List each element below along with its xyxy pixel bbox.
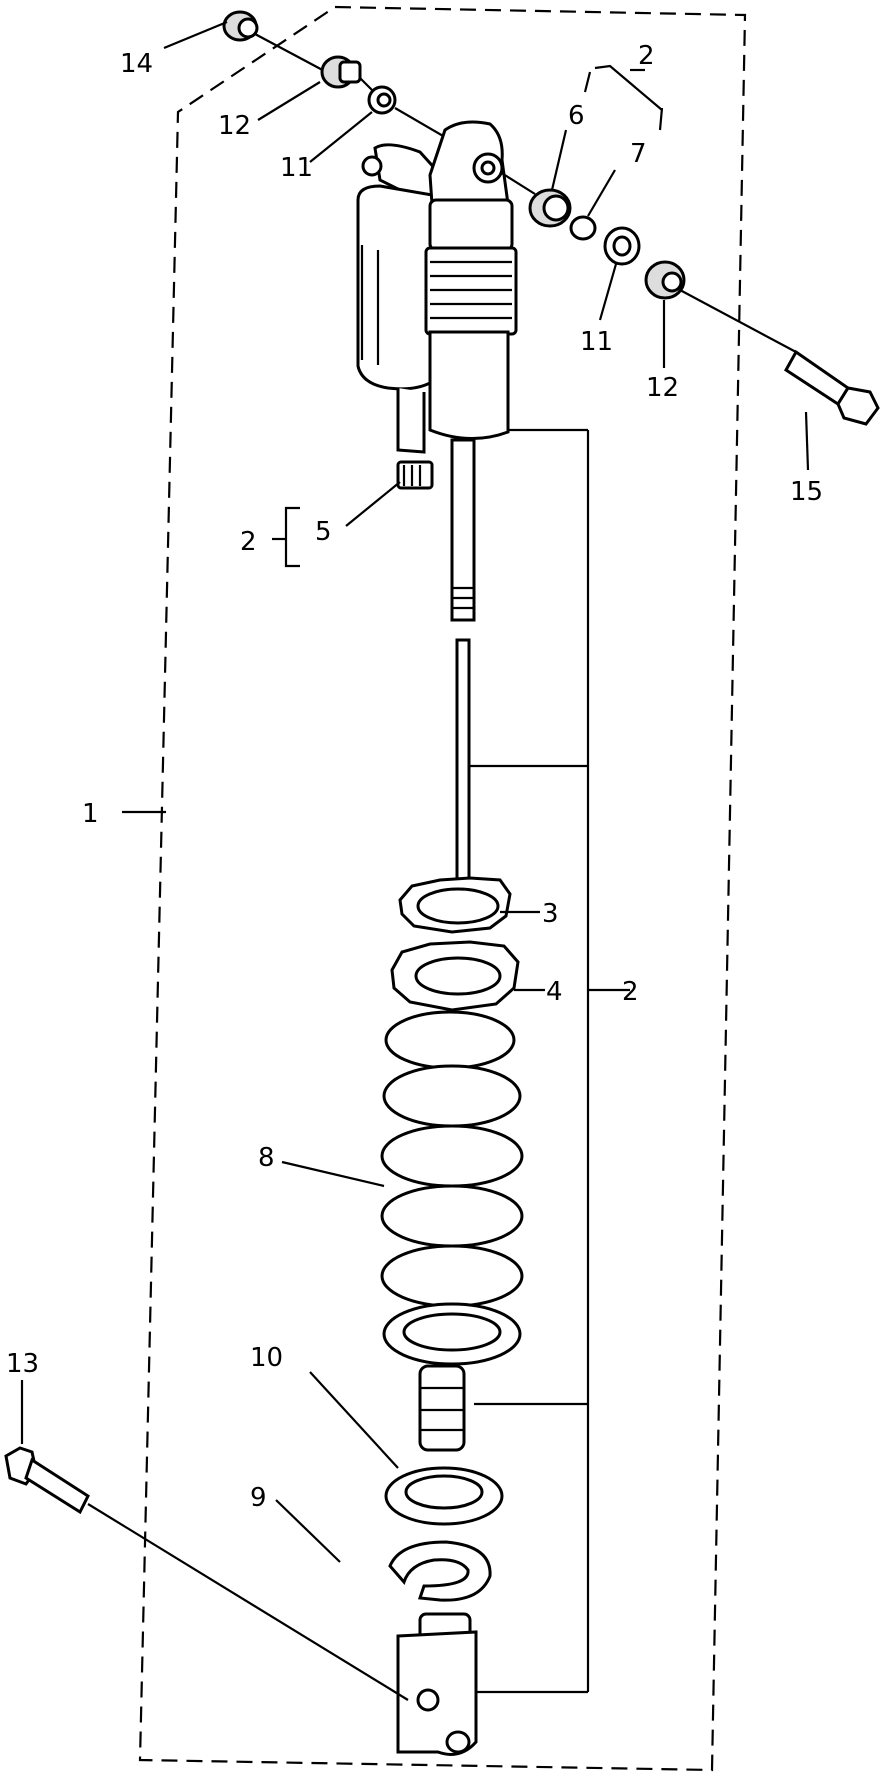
label-13: 13 <box>6 1349 39 1379</box>
assembly-bracket <box>470 428 630 1694</box>
bearing-6 <box>528 188 572 228</box>
stopper-ring-9 <box>388 1540 492 1602</box>
label-2-top: 2 <box>638 41 655 71</box>
label-12-right: 12 <box>646 373 679 403</box>
label-11-left: 11 <box>280 153 313 183</box>
label-11-right: 11 <box>580 327 613 357</box>
reservoir <box>356 143 440 490</box>
label-4: 4 <box>546 977 563 1007</box>
label-15: 15 <box>790 477 823 507</box>
spring-8 <box>380 1010 524 1366</box>
bolt-15 <box>784 349 880 426</box>
spring-guide-10 <box>384 1466 504 1526</box>
lower-clevis <box>396 1612 478 1756</box>
damper-rod <box>455 638 471 902</box>
label-5: 5 <box>315 517 332 547</box>
label-14: 14 <box>120 49 153 79</box>
label-12-left: 12 <box>218 111 251 141</box>
collar-14 <box>222 10 259 42</box>
collar-12-left <box>320 55 362 89</box>
label-7: 7 <box>630 139 647 169</box>
assembly-outline <box>138 5 747 1772</box>
bolt-13 <box>4 1446 90 1515</box>
circlip-7 <box>569 215 597 241</box>
label-9: 9 <box>250 1483 267 1513</box>
oil-seal-11-right <box>603 226 641 266</box>
label-6: 6 <box>568 101 585 131</box>
label-2-left: 2 <box>240 527 257 557</box>
collar-12-right <box>644 260 686 300</box>
shock-body <box>424 120 518 622</box>
bump-stop <box>418 1364 466 1452</box>
label-8: 8 <box>258 1143 275 1173</box>
adjusting-nut-4 <box>390 940 520 1012</box>
label-2-right: 2 <box>622 977 639 1007</box>
oil-seal-11-left <box>367 85 397 115</box>
label-1: 1 <box>82 799 99 829</box>
label-10: 10 <box>250 1343 283 1373</box>
lock-nut-3 <box>398 876 512 934</box>
label-3: 3 <box>542 899 559 929</box>
